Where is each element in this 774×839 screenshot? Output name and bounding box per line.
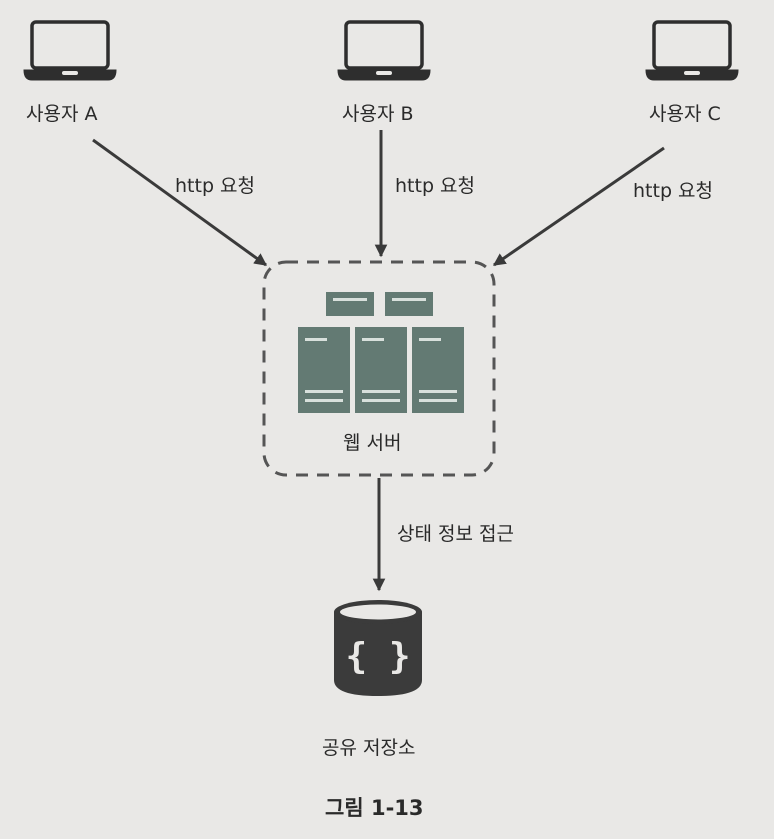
storage-label: 공유 저장소 <box>322 737 416 759</box>
database-icon: { } <box>334 600 422 696</box>
request-label-b: http 요청 <box>395 175 476 197</box>
web-server-box <box>262 260 496 477</box>
user-b-label: 사용자 B <box>342 103 414 125</box>
figure-caption: 그림 1-13 <box>325 796 424 820</box>
laptop-icon-a <box>23 20 117 81</box>
request-label-a: http 요청 <box>175 175 256 197</box>
user-a-label: 사용자 A <box>26 103 98 125</box>
laptop-icon-b <box>337 20 431 81</box>
arrow-user-a-to-server <box>92 138 268 267</box>
curly-braces-icon: { } <box>345 636 410 677</box>
request-label-c: http 요청 <box>633 180 714 202</box>
arrow-user-c-to-server <box>492 146 665 267</box>
server-rack-icon <box>298 292 464 413</box>
user-c-label: 사용자 C <box>649 103 721 125</box>
state-access-label: 상태 정보 접근 <box>397 523 514 545</box>
web-server-label: 웹 서버 <box>343 432 402 454</box>
laptop-icon-c <box>645 20 739 81</box>
